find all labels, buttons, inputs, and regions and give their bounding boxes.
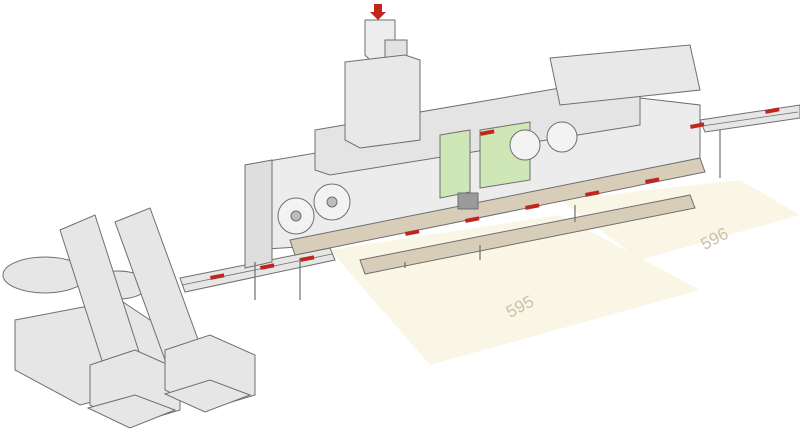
control-screen xyxy=(457,192,479,210)
hopper-tray-right xyxy=(163,379,252,413)
flow-arrow xyxy=(690,122,705,129)
infeed-hoppers xyxy=(2,207,256,429)
reel-5 xyxy=(290,210,302,222)
flow-arrow xyxy=(405,229,420,236)
flow-arrow xyxy=(210,273,225,280)
flow-arrow xyxy=(260,263,275,270)
right-housing xyxy=(549,44,701,106)
flow-arrow xyxy=(465,216,480,223)
flow-arrow xyxy=(300,255,315,262)
flow-arrow xyxy=(645,177,660,184)
dosing-frame xyxy=(344,54,421,149)
hopper-tray-left xyxy=(86,394,177,429)
outfeed-conveyor xyxy=(699,104,800,133)
reel-3 xyxy=(509,129,541,161)
green-panel-left xyxy=(439,129,471,199)
flow-arrow xyxy=(765,107,780,114)
flow-arrow xyxy=(525,203,540,210)
conveyor-chain-lower xyxy=(359,194,696,275)
machine-legs xyxy=(254,130,721,300)
flow-arrows xyxy=(210,107,780,280)
reel-6 xyxy=(326,196,338,208)
dosing-unit xyxy=(344,4,421,149)
film-reels xyxy=(277,121,578,235)
conveyor-chain-main xyxy=(289,157,706,256)
reel-4 xyxy=(546,121,578,153)
flow-arrow xyxy=(480,129,495,136)
input-arrow xyxy=(370,4,386,20)
floor-zone-596 xyxy=(560,180,800,260)
flow-arrow xyxy=(585,190,600,197)
machine-side-panel xyxy=(244,159,273,269)
